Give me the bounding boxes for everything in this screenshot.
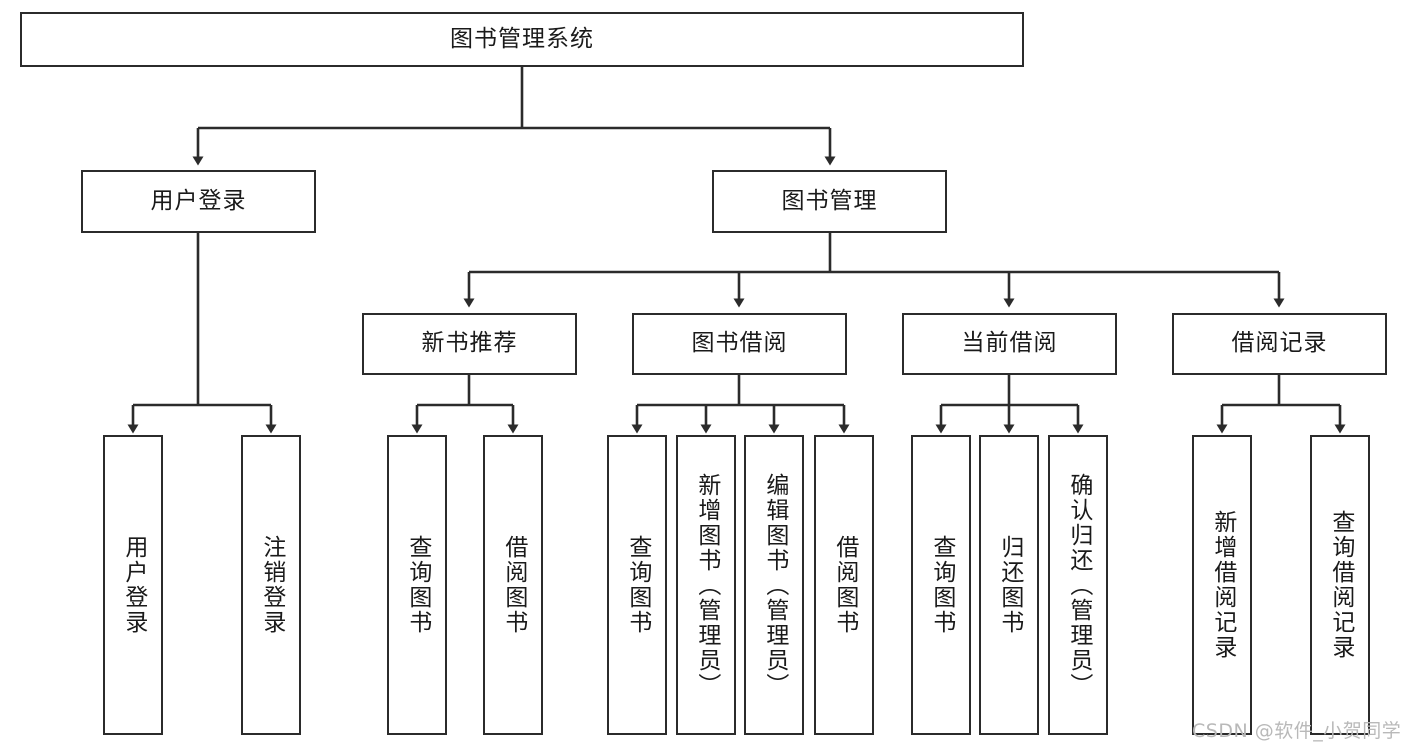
node-new-book-recommend[interactable]: 新书推荐 — [362, 313, 577, 375]
node-leaf-add-record[interactable]: 新增借阅记录 — [1192, 435, 1252, 735]
node-root[interactable]: 图书管理系统 — [20, 12, 1024, 67]
node-leaf-query-record-label: 查询借阅记录 — [1327, 510, 1354, 660]
node-borrow-record-label: 借阅记录 — [1231, 330, 1328, 357]
node-leaf-borrow-book-1[interactable]: 借阅图书 — [483, 435, 543, 735]
node-book-borrow[interactable]: 图书借阅 — [632, 313, 847, 375]
node-leaf-add-book[interactable]: 新增图书（管理员） — [676, 435, 736, 735]
watermark-text: CSDN @软件_小贺同学 — [1192, 720, 1402, 742]
node-leaf-confirm-return[interactable]: 确认归还（管理员） — [1048, 435, 1108, 735]
node-leaf-edit-book-label: 编辑图书（管理员） — [761, 472, 788, 698]
node-leaf-user-login[interactable]: 用户登录 — [103, 435, 163, 735]
node-new-book-recommend-label: 新书推荐 — [421, 330, 518, 357]
node-current-borrow-label: 当前借阅 — [961, 330, 1058, 357]
node-leaf-return-book[interactable]: 归还图书 — [979, 435, 1039, 735]
node-user-login[interactable]: 用户登录 — [81, 170, 316, 233]
node-leaf-user-logout[interactable]: 注销登录 — [241, 435, 301, 735]
node-book-manage[interactable]: 图书管理 — [712, 170, 947, 233]
node-leaf-query-record[interactable]: 查询借阅记录 — [1310, 435, 1370, 735]
node-leaf-borrow-book-2[interactable]: 借阅图书 — [814, 435, 874, 735]
node-leaf-borrow-book-2-label: 借阅图书 — [831, 535, 858, 635]
node-borrow-record[interactable]: 借阅记录 — [1172, 313, 1387, 375]
node-leaf-add-book-label: 新增图书（管理员） — [693, 472, 720, 698]
node-leaf-return-book-label: 归还图书 — [996, 535, 1023, 635]
node-leaf-confirm-return-label: 确认归还（管理员） — [1065, 472, 1092, 698]
node-book-manage-label: 图书管理 — [781, 187, 878, 214]
node-leaf-query-book-2-label: 查询图书 — [624, 535, 651, 635]
node-leaf-query-book-2[interactable]: 查询图书 — [607, 435, 667, 735]
node-leaf-query-book-3-label: 查询图书 — [928, 535, 955, 635]
node-leaf-edit-book[interactable]: 编辑图书（管理员） — [744, 435, 804, 735]
node-leaf-query-book-1[interactable]: 查询图书 — [387, 435, 447, 735]
node-leaf-query-book-3[interactable]: 查询图书 — [911, 435, 971, 735]
node-user-login-label: 用户登录 — [150, 187, 247, 214]
node-leaf-user-login-label: 用户登录 — [120, 535, 147, 635]
node-current-borrow[interactable]: 当前借阅 — [902, 313, 1117, 375]
node-leaf-user-logout-label: 注销登录 — [258, 535, 285, 635]
node-leaf-query-book-1-label: 查询图书 — [404, 535, 431, 635]
node-book-borrow-label: 图书借阅 — [691, 330, 788, 357]
node-leaf-borrow-book-1-label: 借阅图书 — [500, 535, 527, 635]
node-leaf-add-record-label: 新增借阅记录 — [1209, 510, 1236, 660]
node-root-label: 图书管理系统 — [450, 25, 594, 52]
